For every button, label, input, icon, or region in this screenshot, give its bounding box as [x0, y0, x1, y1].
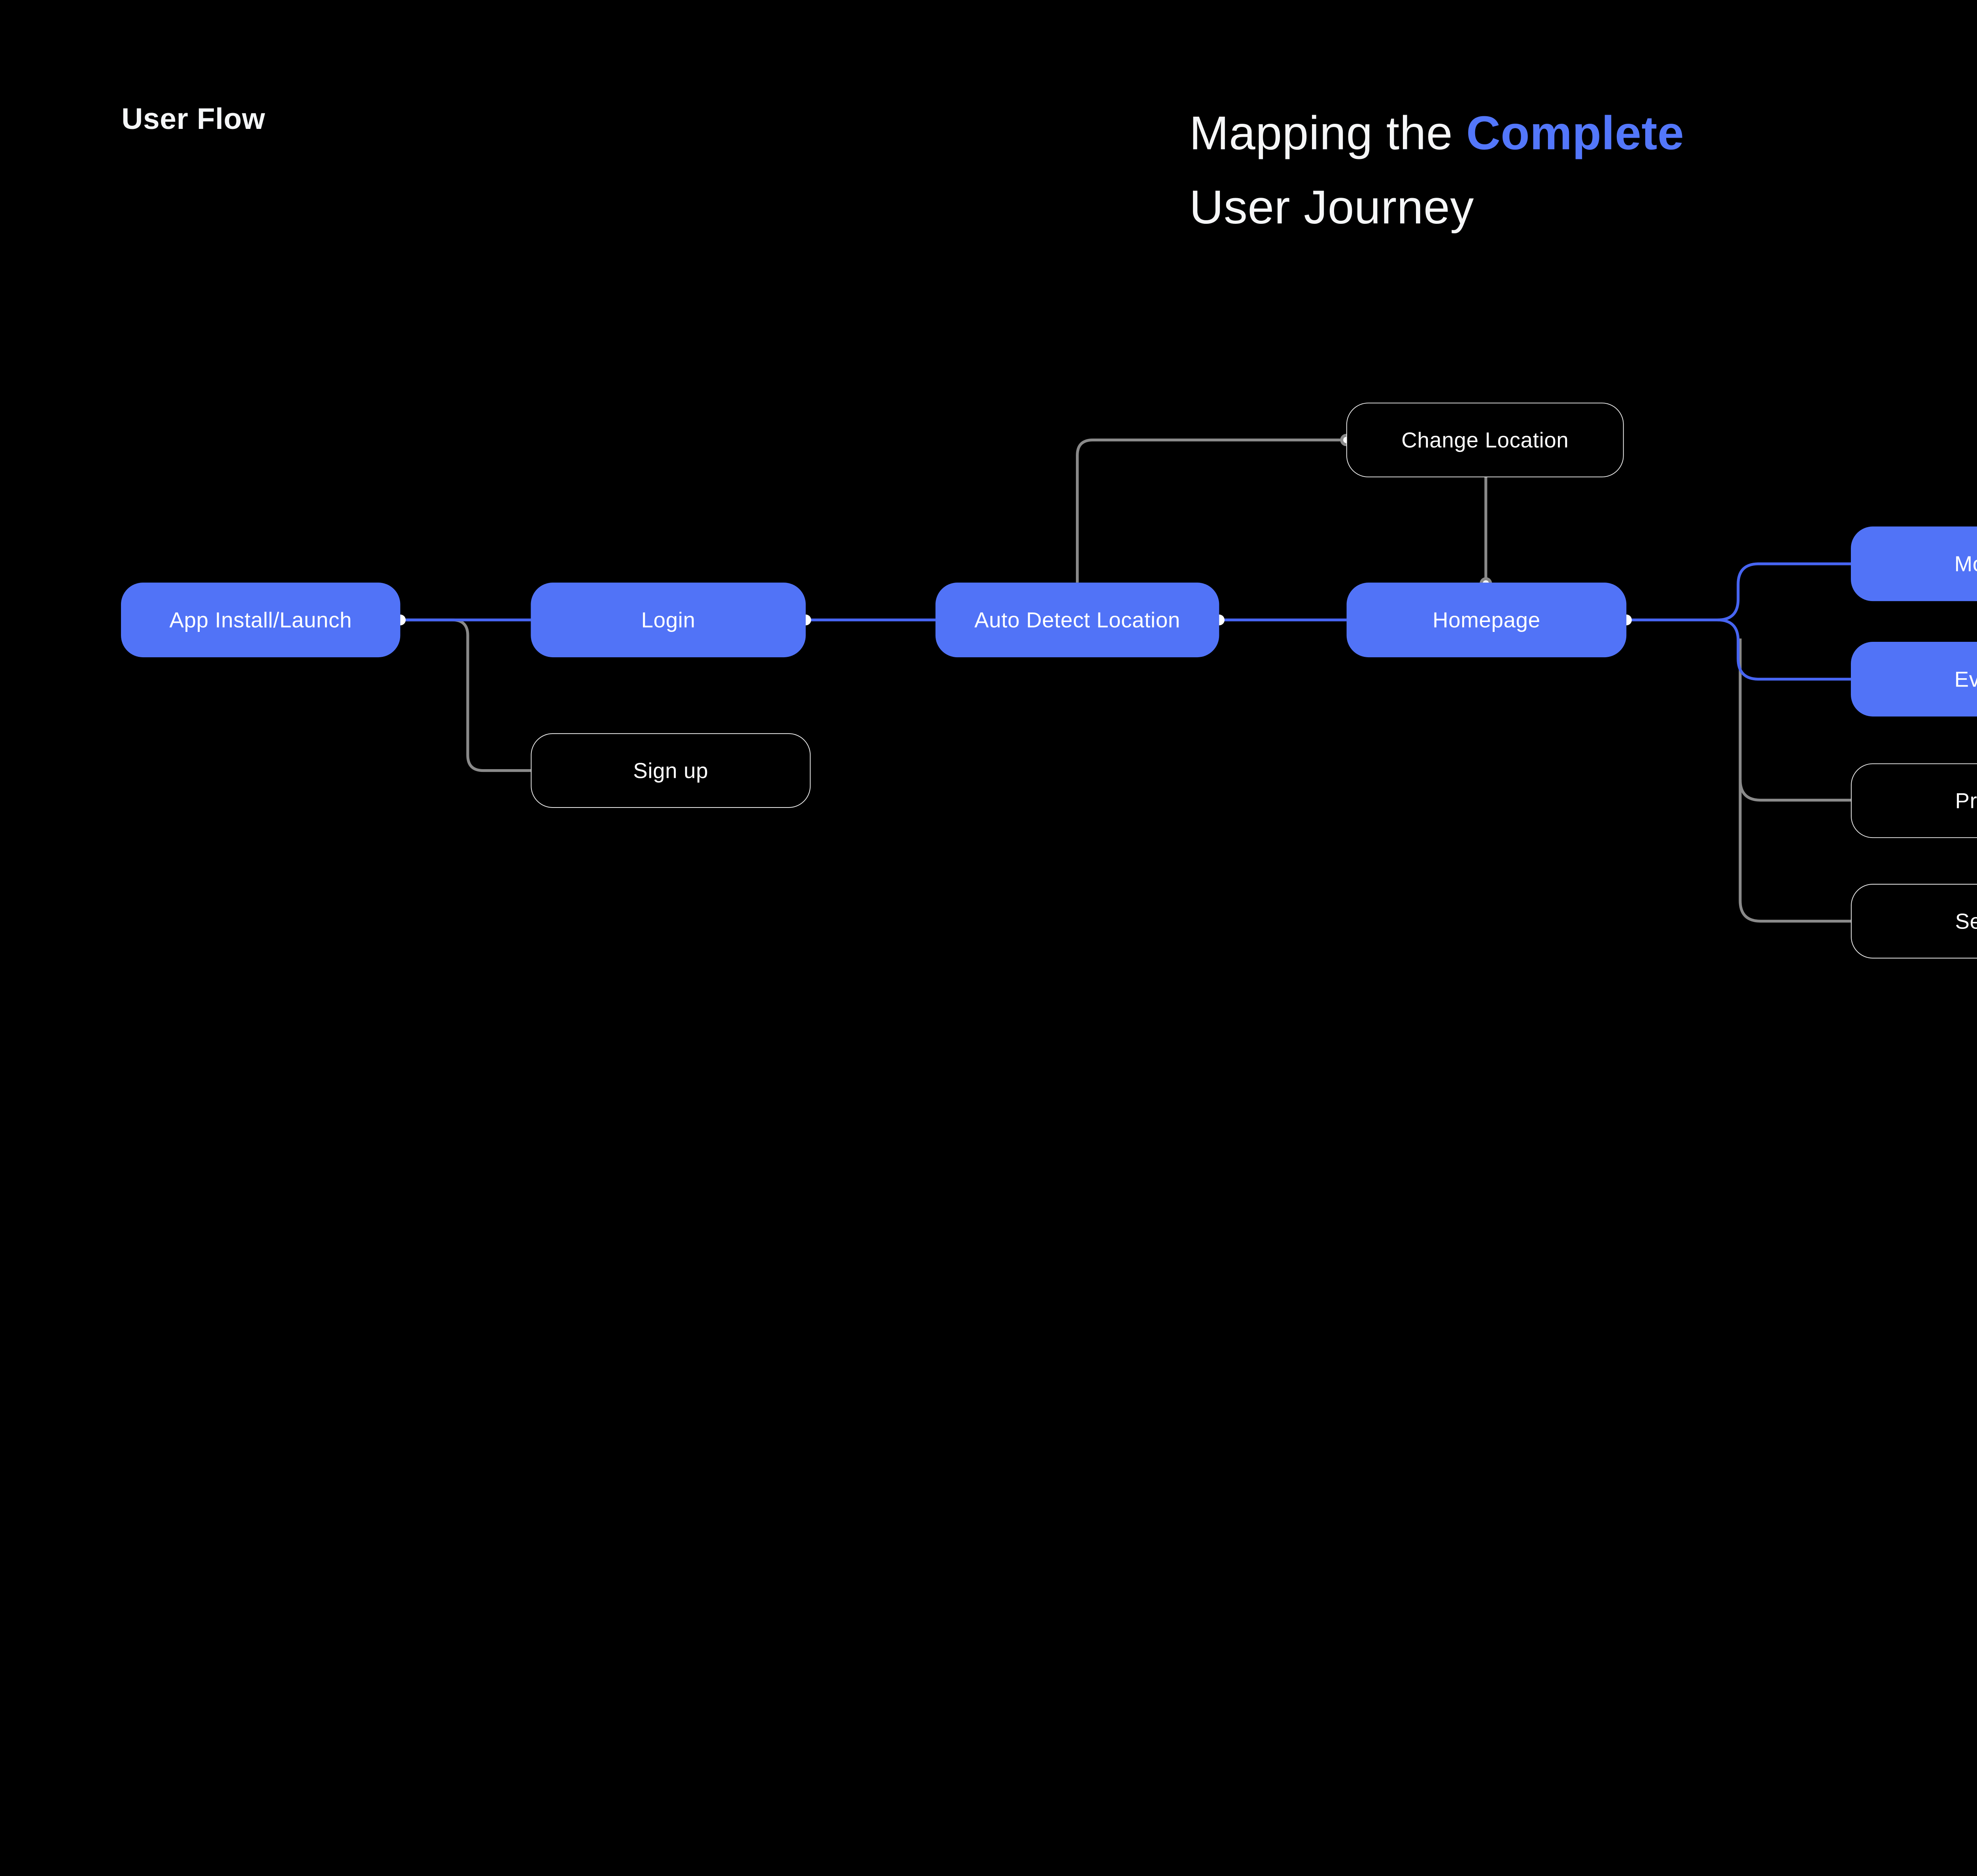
- node-search-clipped[interactable]: Se: [1850, 884, 1977, 959]
- node-label: Homepage: [1433, 607, 1540, 632]
- node-homepage[interactable]: Homepage: [1346, 582, 1627, 658]
- kicker-user-flow: User Flow: [121, 102, 265, 136]
- title-highlight: Complete: [1466, 106, 1684, 159]
- node-login[interactable]: Login: [531, 582, 806, 658]
- connector-autodetect-to-changelocation: [1076, 439, 1344, 583]
- connector-homepage-to-profile: [1739, 779, 1851, 802]
- node-label: Auto Detect Location: [974, 607, 1180, 632]
- node-label: Ev: [1954, 667, 1977, 691]
- connector-homepage-to-search: [1739, 638, 1851, 923]
- node-label: Sign up: [633, 758, 709, 783]
- node-label: Change Location: [1401, 427, 1569, 452]
- connector-layer: [395, 434, 1851, 923]
- node-label: Mo: [1954, 551, 1977, 576]
- page-title: Mapping the Complete User Journey: [1189, 96, 1684, 244]
- connector-app-to-signup: [400, 618, 531, 772]
- title-line2: User Journey: [1189, 180, 1474, 234]
- node-label: Se: [1955, 909, 1977, 933]
- node-label: Pr: [1955, 788, 1977, 813]
- node-events-clipped[interactable]: Ev: [1850, 642, 1977, 717]
- node-label: App Install/Launch: [169, 607, 352, 632]
- node-auto-detect-location[interactable]: Auto Detect Location: [935, 582, 1219, 658]
- node-change-location[interactable]: Change Location: [1346, 403, 1624, 478]
- node-label: Login: [641, 607, 696, 632]
- connector-homepage-to-movies: [1626, 562, 1851, 622]
- connector-homepage-to-events: [1717, 618, 1851, 681]
- node-app-install-launch[interactable]: App Install/Launch: [121, 582, 401, 658]
- node-profile-clipped[interactable]: Pr: [1850, 763, 1977, 838]
- node-sign-up[interactable]: Sign up: [531, 733, 811, 808]
- title-line1-prefix: Mapping the: [1189, 106, 1467, 159]
- node-movies-clipped[interactable]: Mo: [1850, 526, 1977, 601]
- user-flow-canvas: User Flow Mapping the Complete User Jour…: [121, 96, 1977, 959]
